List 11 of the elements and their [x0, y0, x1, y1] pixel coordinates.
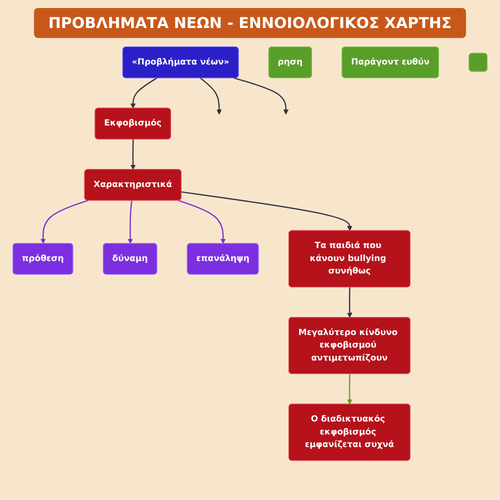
arrow: [347, 374, 352, 405]
arrow: [181, 191, 352, 232]
arrow: [178, 200, 226, 244]
arrow: [130, 139, 136, 170]
arrow: [234, 78, 289, 115]
arrow: [130, 78, 158, 109]
arrow: [347, 287, 352, 318]
title-banner: ΠΡΟΒΛΗΜΑΤΑ ΝΕΩΝ - ΕΝΝΟΙΟΛΟΓΙΚΟΣ ΧΑΡΤΗΣ: [34, 8, 466, 38]
arrow: [128, 200, 133, 244]
arrow: [40, 200, 88, 244]
arrow: [200, 78, 222, 115]
